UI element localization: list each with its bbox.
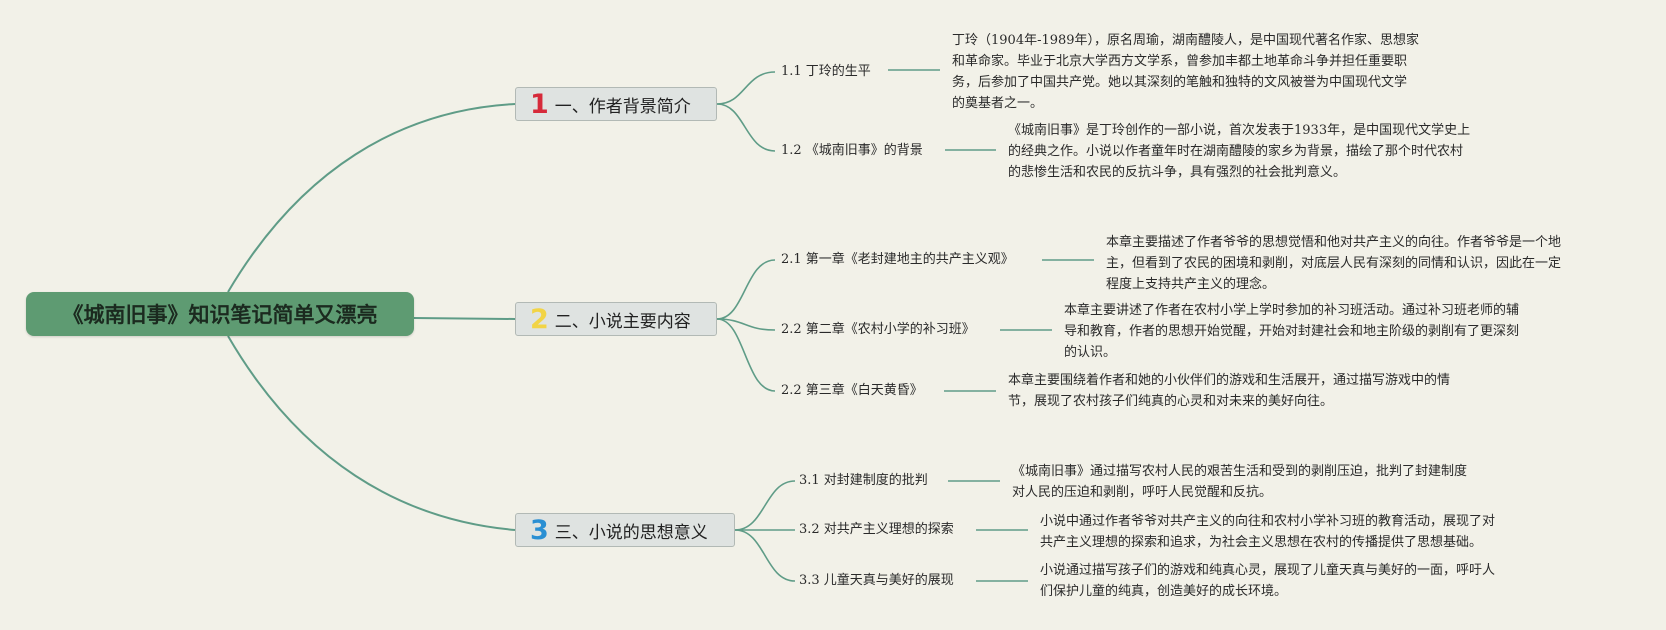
central-topic-title: 《城南旧事》知识笔记简单又漂亮 [62,303,378,327]
link-topic2-sub2 [716,318,776,331]
desc-line: 共产主义理想的探索和追求，为社会主义思想在农村的传播提供了思想基础。 [1040,535,1483,550]
description-1-2: 《城南旧事》是丁玲创作的一部小说，首次发表于1933年，是中国现代文学史上 的经… [1008,120,1470,183]
desc-line: 小说中通过作者爷爷对共产主义的向往和农村小学补习班的教育活动，展现了对 [1040,514,1496,529]
desc-line: 的悲惨生活和农民的反抗斗争，具有强烈的社会批判意义。 [1008,165,1347,180]
topic-number-1: 1 [530,88,549,120]
subtopic-3-2[interactable]: 3.2 对共产主义理想的探索 [799,522,954,537]
description-2-2: 本章主要讲述了作者在农村小学上学时参加的补习班活动。通过补习班老师的辅 导和教育… [1064,300,1519,363]
description-2-1: 本章主要描述了作者爷爷的思想觉悟和他对共产主义的向往。作者爷爷是一个地 主，但看… [1106,232,1561,295]
main-topic-label: 一、作者背景简介 [554,96,691,117]
main-topic-3[interactable]: 3 三、小说的思想意义 [515,513,735,547]
desc-line: 丁玲（1904年-1989年），原名周瑜，湖南醴陵人，是中国现代著名作家、思想家 [952,33,1420,48]
desc-line: 主，但看到了农民的困境和剥削，对底层人民有深刻的同情和认识，因此在一定 [1106,256,1562,271]
link-topic1-sub1 [716,71,776,105]
description-2-3: 本章主要围绕着作者和她的小伙伴们的游戏和生活展开，通过描写游戏中的情 节，展现了… [1008,370,1450,412]
topic-number-3: 3 [530,514,549,546]
description-3-3: 小说通过描写孩子们的游戏和纯真心灵，展现了儿童天真与美好的一面，呼吁人 们保护儿… [1040,560,1495,602]
desc-line: 本章主要讲述了作者在农村小学上学时参加的补习班活动。通过补习班老师的辅 [1064,303,1520,318]
link-central-topic-1 [227,103,516,293]
desc-line: 的奠基者之一。 [952,96,1044,111]
desc-line: 本章主要围绕着作者和她的小伙伴们的游戏和生活展开，通过描写游戏中的情 [1008,373,1451,388]
link-central-topic-3 [227,335,516,531]
topic-number-2: 2 [530,303,549,335]
subtopic-1-1[interactable]: 1.1 丁玲的生平 [781,64,871,79]
desc-line: 本章主要描述了作者爷爷的思想觉悟和他对共产主义的向往。作者爷爷是一个地 [1106,235,1562,250]
subtopic-1-2[interactable]: 1.2 《城南旧事》的背景 [781,143,923,158]
desc-line: 程度上支持共产主义的理念。 [1106,277,1276,292]
subtopic-3-3[interactable]: 3.3 儿童天真与美好的展现 [799,573,954,588]
main-topic-label: 三、小说的思想意义 [554,522,708,543]
link-topic3-sub3 [734,529,796,582]
link-topic2-sub3 [716,318,776,392]
link-topic1-sub2 [716,103,776,152]
main-topic-2[interactable]: 2 二、小说主要内容 [515,302,717,336]
main-topic-label: 二、小说主要内容 [554,311,691,332]
description-3-2: 小说中通过作者爷爷对共产主义的向往和农村小学补习班的教育活动，展现了对 共产主义… [1040,511,1495,553]
desc-line: 对人民的压迫和剥削，呼吁人民觉醒和反抗。 [1012,485,1273,500]
link-topic3-sub1 [734,480,796,531]
link-central-topic-2 [413,317,516,320]
main-topic-1[interactable]: 1 一、作者背景简介 [515,87,717,121]
subtopic-3-1[interactable]: 3.1 对封建制度的批判 [799,473,928,488]
subtopic-2-1[interactable]: 2.1 第一章《老封建地主的共产主义观》 [781,252,1014,267]
desc-line: 务，后参加了中国共产党。她以其深刻的笔触和独特的文风被誉为中国现代文学 [952,75,1408,90]
link-topic2-sub1 [716,259,776,320]
desc-line: 《城南旧事》通过描写农村人民的艰苦生活和受到的剥削压迫，批判了封建制度 [1012,464,1468,479]
description-1-1: 丁玲（1904年-1989年），原名周瑜，湖南醴陵人，是中国现代著名作家、思想家… [952,30,1419,114]
desc-line: 导和教育，作者的思想开始觉醒，开始对封建社会和地主阶级的剥削有了更深刻 [1064,324,1520,339]
desc-line: 《城南旧事》是丁玲创作的一部小说，首次发表于1933年，是中国现代文学史上 [1008,123,1471,138]
desc-line: 小说通过描写孩子们的游戏和纯真心灵，展现了儿童天真与美好的一面，呼吁人 [1040,563,1496,578]
subtopic-2-3[interactable]: 2.2 第三章《白天黄昏》 [781,383,923,398]
desc-line: 的经典之作。小说以作者童年时在湖南醴陵的家乡为背景，描绘了那个时代农村 [1008,144,1464,159]
desc-line: 和革命家。毕业于北京大学西方文学系，曾参加丰都土地革命斗争并担任重要职 [952,54,1408,69]
description-3-1: 《城南旧事》通过描写农村人民的艰苦生活和受到的剥削压迫，批判了封建制度 对人民的… [1012,461,1467,503]
desc-line: 的认识。 [1064,345,1117,360]
desc-line: 节，展现了农村孩子们纯真的心灵和对未来的美好向往。 [1008,394,1334,409]
desc-line: 们保护儿童的纯真，创造美好的成长环境。 [1040,584,1288,599]
central-topic[interactable]: 《城南旧事》知识笔记简单又漂亮 [26,292,414,336]
subtopic-2-2[interactable]: 2.2 第二章《农村小学的补习班》 [781,322,975,337]
